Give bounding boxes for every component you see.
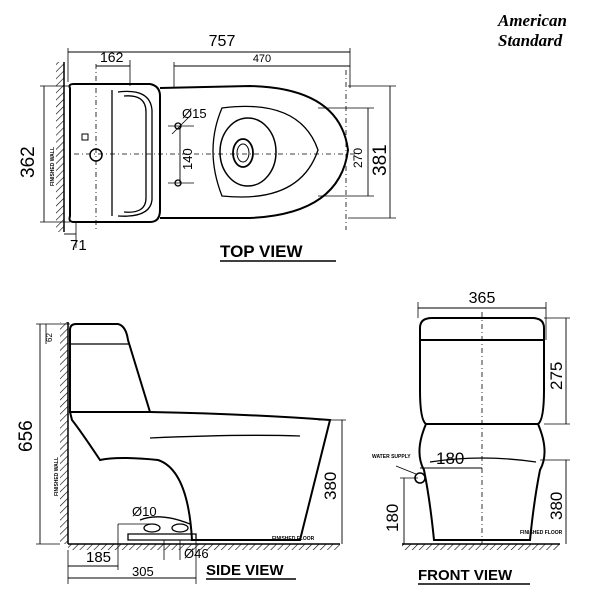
dim-lid-height: 62 — [45, 333, 54, 342]
dim-supply-height: 180 — [383, 504, 402, 532]
dim-rough-in: 305 — [132, 564, 154, 579]
dim-wall-to-center: 162 — [100, 49, 124, 65]
dim-outlet-diameter: Ø10 — [132, 504, 157, 519]
side-wall-hatch — [60, 322, 68, 544]
top-wall-label: FINISHED WALL — [50, 147, 56, 186]
dim-wall-to-outlet: 185 — [86, 549, 111, 566]
front-supply-label-line: WATER SUPPLY — [372, 454, 411, 460]
side-tank-outline — [69, 323, 152, 413]
top-view: 757 470 162 Ø15 140 362 FINISHED WALL 27… — [18, 33, 396, 262]
top-view-title: TOP VIEW — [220, 242, 303, 261]
side-floor-label: FINISHED FLOOR — [272, 536, 315, 542]
brand-line1: American — [497, 11, 567, 30]
dim-total-height: 656 — [16, 420, 37, 452]
top-wall-hatch — [56, 62, 64, 232]
dim-overall-width: 381 — [370, 144, 391, 176]
dim-side-seat-height: 380 — [321, 472, 340, 500]
side-view: 656 62 FINISHED WALL 380 FINISHED FLOOR … — [16, 322, 346, 584]
dim-hole-diameter: Ø15 — [182, 106, 207, 121]
dim-tank-width: 365 — [469, 290, 496, 307]
dim-front-seat-height: 380 — [547, 492, 566, 520]
front-tank-outline — [419, 317, 545, 341]
dim-supply-offset: 180 — [436, 449, 464, 468]
front-floor-label: FINISHED FLOOR — [520, 530, 563, 536]
dim-bowl-width: 270 — [351, 148, 365, 168]
side-wall-label: FINISHED WALL — [54, 457, 60, 496]
brand-logo: American Standard — [497, 11, 567, 50]
top-tank-outline — [68, 83, 161, 223]
top-bowl-outline — [159, 84, 350, 219]
dim-tank-depth: 362 — [18, 146, 39, 178]
side-bowl-outline — [68, 411, 332, 541]
dim-tank-height: 275 — [547, 362, 566, 390]
dim-wall-offset: 71 — [70, 237, 87, 254]
side-view-title: SIDE VIEW — [206, 562, 284, 579]
front-view: WATER SUPPLY 365 275 380 180 180 FINISHE… — [372, 290, 570, 585]
dim-hole-spacing: 140 — [180, 148, 195, 170]
brand-line2: Standard — [498, 31, 563, 50]
dim-bowl-length: 470 — [253, 53, 271, 65]
dim-overall-length: 757 — [209, 33, 236, 50]
front-view-title: FRONT VIEW — [418, 567, 513, 584]
